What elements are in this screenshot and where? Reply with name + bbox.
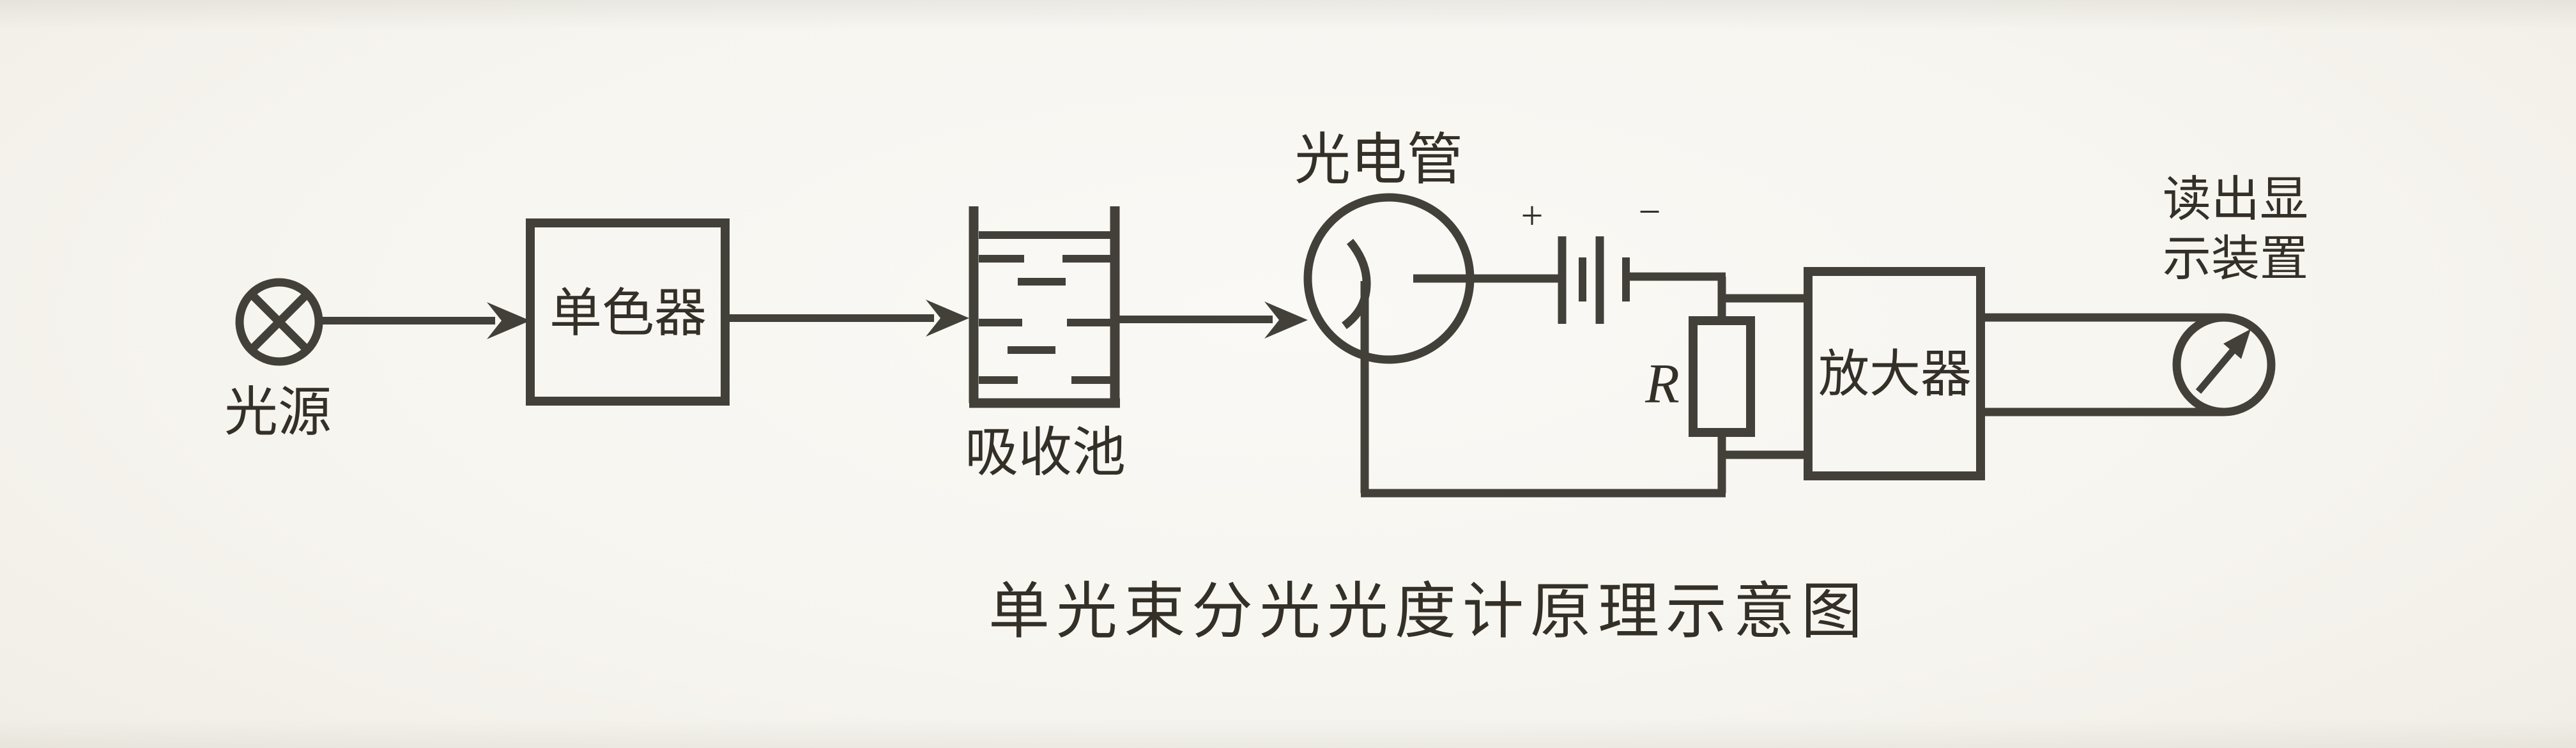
absorption-cell-symbol xyxy=(969,206,1120,408)
meter-needle xyxy=(2195,345,2239,394)
monochromator-box xyxy=(526,218,730,406)
readout-label-line1: 读出显 xyxy=(2163,173,2308,227)
readout-label-line2: 示装置 xyxy=(2163,233,2308,286)
needle-arrowhead-icon xyxy=(2223,329,2251,359)
phototube-symbol xyxy=(1303,193,1563,493)
absorption-cell-label: 吸收池 xyxy=(965,424,1126,483)
arrowhead-icon xyxy=(487,302,530,339)
light-source-label: 光源 xyxy=(224,383,332,443)
figure-caption: 单光束分光光度计原理示意图 xyxy=(988,577,1869,646)
resistor-label: R xyxy=(1644,353,1680,415)
amplifier-box xyxy=(1804,267,1985,480)
battery-minus-label: − xyxy=(1639,190,1661,234)
beam-arrow-1 xyxy=(319,302,530,339)
arrowhead-icon xyxy=(926,300,969,337)
phototube-label: 光电管 xyxy=(1294,130,1463,192)
meter-dial xyxy=(2172,313,2276,416)
beam-arrow-2 xyxy=(725,300,969,337)
beam-arrow-3 xyxy=(1119,301,1308,339)
circuit-wiring xyxy=(1361,272,1808,498)
monochromator-label: 单色器 xyxy=(549,284,707,342)
arrowhead-icon xyxy=(1264,301,1308,339)
lamp-cross-stroke xyxy=(248,291,310,353)
battery-plus-label: + xyxy=(1521,194,1544,238)
readout-wiring xyxy=(1981,313,2224,416)
light-source-symbol xyxy=(235,278,323,366)
amplifier-label: 放大器 xyxy=(1818,347,1972,403)
resistor-symbol xyxy=(1689,316,1755,437)
meter-symbol xyxy=(2172,313,2276,416)
battery-symbol xyxy=(1558,236,1630,324)
